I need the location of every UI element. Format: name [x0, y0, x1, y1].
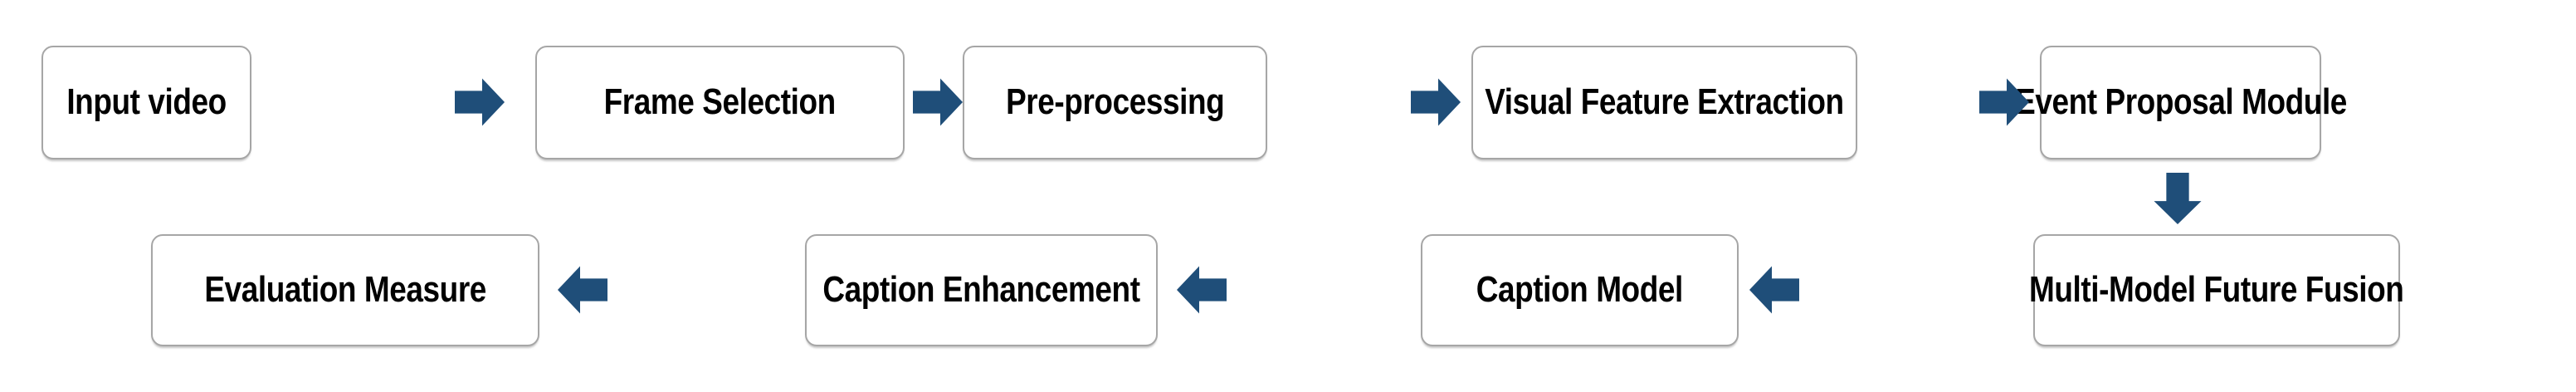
- node-input-video[interactable]: Input video: [41, 46, 251, 159]
- node-evaluation-measure[interactable]: Evaluation Measure: [151, 234, 539, 346]
- node-multi-model-future-fusion[interactable]: Multi-Model Future Fusion: [2029, 234, 2404, 346]
- node-label-event-proposal-module: Event Proposal Module: [2014, 81, 2347, 123]
- arrow-frame-to-preprocess-icon: [913, 76, 963, 128]
- node-visual-feature-extraction[interactable]: Visual Feature Extraction: [1471, 46, 1857, 159]
- arrow-fusion-to-caption-icon: [1749, 264, 1799, 316]
- node-label-input-video: Input video: [66, 81, 227, 123]
- node-pre-processing[interactable]: Pre-processing: [963, 46, 1267, 159]
- arrow-preprocess-to-visual-icon: [1411, 76, 1461, 128]
- node-event-proposal-module[interactable]: Event Proposal Module: [2015, 46, 2347, 159]
- node-label-caption-enhancement: Caption Enhancement: [822, 269, 1140, 311]
- arrow-event-to-fusion-icon: [2152, 173, 2203, 224]
- arrow-enhancement-to-eval-icon: [558, 264, 607, 316]
- arrow-visual-to-event-icon: [1979, 76, 2029, 128]
- node-label-frame-selection: Frame Selection: [603, 81, 837, 123]
- node-label-multi-model-future-fusion: Multi-Model Future Fusion: [2029, 269, 2404, 311]
- arrow-input-to-frame-icon: [455, 76, 505, 128]
- node-label-pre-processing: Pre-processing: [1005, 81, 1225, 123]
- node-caption-model[interactable]: Caption Model: [1421, 234, 1739, 346]
- node-frame-selection[interactable]: Frame Selection: [535, 46, 905, 159]
- node-label-caption-model: Caption Model: [1476, 269, 1684, 311]
- node-label-visual-feature-extraction: Visual Feature Extraction: [1485, 81, 1844, 123]
- arrow-caption-to-enhancement-icon: [1177, 264, 1227, 316]
- node-caption-enhancement[interactable]: Caption Enhancement: [805, 234, 1158, 346]
- node-label-evaluation-measure: Evaluation Measure: [204, 269, 486, 311]
